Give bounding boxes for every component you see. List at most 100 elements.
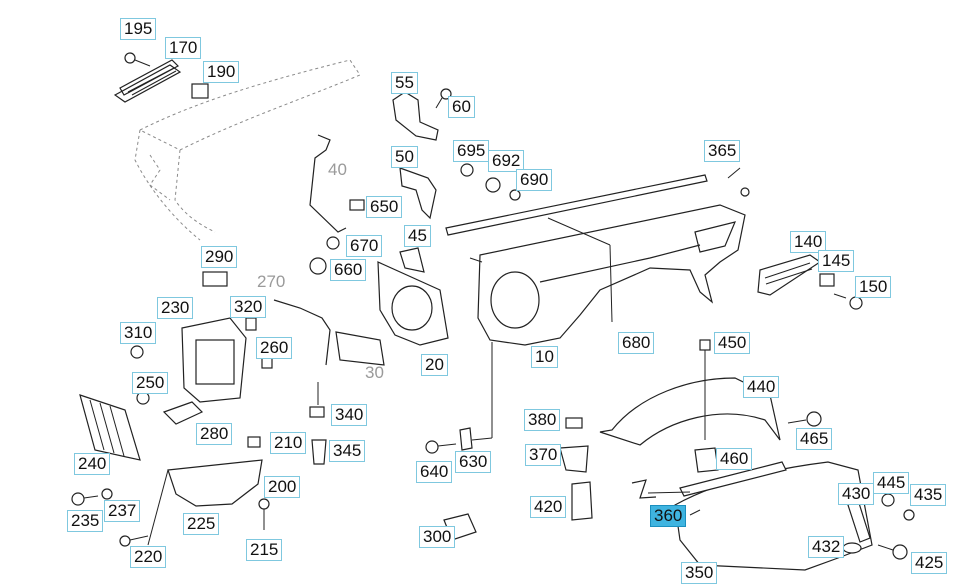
label-210[interactable]: 210 [270,432,307,454]
label-140[interactable]: 140 [790,231,827,253]
label-660[interactable]: 660 [330,259,367,281]
part-20-frame [377,261,449,346]
label-680[interactable]: 680 [618,332,655,354]
part-10-fender [477,204,746,346]
label-630[interactable]: 630 [455,451,492,473]
label-340[interactable]: 340 [331,404,368,426]
label-20[interactable]: 20 [421,354,448,376]
part-40-strut [309,134,347,233]
part-345-plug [311,439,327,465]
label-420[interactable]: 420 [530,496,567,518]
label-690[interactable]: 690 [516,169,553,191]
part-650-clip [349,199,365,211]
label-225[interactable]: 225 [183,513,220,535]
part-50-bracket [399,167,437,220]
label-365[interactable]: 365 [704,140,741,162]
part-370-bracket [559,445,589,473]
part-340-clip [309,406,325,418]
part-450-clip [699,339,711,351]
part-45-plate [399,247,425,273]
label-280[interactable]: 280 [196,423,233,445]
label-190[interactable]: 190 [203,61,240,83]
part-237-washer [101,488,113,500]
label-195[interactable]: 195 [120,18,157,40]
part-695-nut [460,163,474,177]
label-640[interactable]: 640 [416,461,453,483]
label-445[interactable]: 445 [873,472,910,494]
part-640-screw [425,440,457,454]
label-310[interactable]: 310 [120,322,157,344]
part-215-screw [258,498,270,530]
label-230[interactable]: 230 [157,297,194,319]
label-215[interactable]: 215 [246,539,283,561]
label-60[interactable]: 60 [448,96,475,118]
label-432[interactable]: 432 [808,536,845,558]
label-460[interactable]: 460 [716,448,753,470]
label-465[interactable]: 465 [796,428,833,450]
label-430[interactable]: 430 [838,483,875,505]
label-425[interactable]: 425 [911,552,948,574]
part-140-vent [757,254,822,296]
label-50[interactable]: 50 [391,146,418,168]
label-145[interactable]: 145 [818,250,855,272]
part-320-clip [245,317,257,331]
label-150[interactable]: 150 [855,276,892,298]
label-670[interactable]: 670 [346,235,383,257]
label-45[interactable]: 45 [404,225,431,247]
part-240-grille [79,394,141,461]
label-40: 40 [328,160,347,179]
label-435[interactable]: 435 [910,484,947,506]
label-440[interactable]: 440 [743,376,780,398]
label-220[interactable]: 220 [130,546,167,568]
label-170[interactable]: 170 [165,37,202,59]
label-650[interactable]: 650 [366,196,403,218]
part-320-bracket [273,299,331,366]
part-235-bolt [71,492,99,506]
part-150-screw [833,293,863,310]
label-30: 30 [365,363,384,382]
label-237[interactable]: 237 [104,500,141,522]
part-310-screw [130,345,144,359]
label-260[interactable]: 260 [256,337,293,359]
label-55[interactable]: 55 [391,72,418,94]
label-300[interactable]: 300 [419,526,456,548]
part-290-clip [202,271,228,287]
part-195-screw [124,52,151,67]
part-460-buffer [694,447,719,473]
part-230-housing [181,317,247,403]
label-360-selected[interactable]: 360 [650,505,687,527]
label-10[interactable]: 10 [531,346,558,368]
label-270: 270 [257,272,286,291]
part-692-washer [485,177,501,193]
part-30-channel [335,331,385,366]
part-360-clip [631,479,657,499]
label-692[interactable]: 692 [488,150,525,172]
label-370[interactable]: 370 [525,444,562,466]
part-445-nut [881,493,895,507]
label-250[interactable]: 250 [132,372,169,394]
label-320[interactable]: 320 [230,296,267,318]
part-432-washer [842,542,862,554]
part-170-vent [113,59,182,103]
label-380[interactable]: 380 [524,409,561,431]
label-695[interactable]: 695 [453,140,490,162]
label-235[interactable]: 235 [67,510,104,532]
part-435-washer [903,509,915,521]
label-240[interactable]: 240 [74,453,111,475]
body-outline-ghost [134,59,361,241]
part-660-nut [309,257,327,275]
part-210-clip [247,436,261,448]
label-290[interactable]: 290 [201,246,238,268]
label-345[interactable]: 345 [329,440,366,462]
part-420-buffer [571,481,593,521]
label-200[interactable]: 200 [264,476,301,498]
part-145-clip [819,273,835,287]
label-450[interactable]: 450 [714,332,751,354]
part-365-pin [740,187,750,197]
label-350[interactable]: 350 [681,562,718,584]
part-670-washer [326,236,340,250]
part-360-strip [679,461,787,497]
part-190-clip [191,83,209,99]
